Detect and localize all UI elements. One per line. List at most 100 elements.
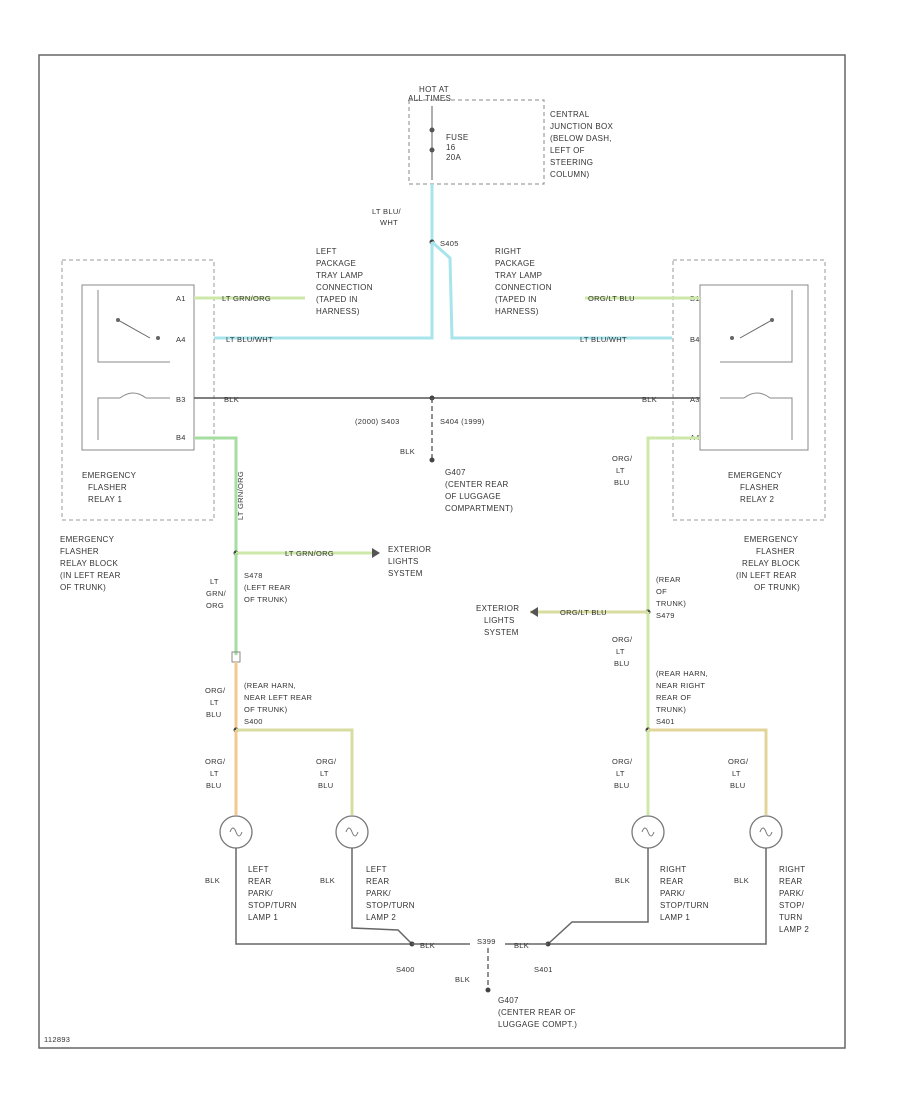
diagram-frame — [38, 54, 846, 1049]
left-vert-3: ORG — [206, 601, 224, 610]
olb-l3-3: BLU — [318, 781, 334, 790]
relay-1-coil-frame — [97, 397, 170, 440]
olb-r2-3: BLU — [614, 781, 630, 790]
olb-l2-3: BLU — [206, 781, 222, 790]
relay-1-body — [81, 284, 195, 451]
block-right-3: RELAY BLOCK — [742, 559, 801, 568]
right-top-wire-label: ORG/ LT BLU — [612, 454, 633, 487]
lamp-left-1-label: LEFT REAR PARK/ STOP/TURN LAMP 1 — [248, 865, 296, 922]
relay-1-switch-frame — [97, 290, 170, 363]
right-pkg-4: CONNECTION — [495, 283, 552, 292]
ext-right-1: EXTERIOR — [476, 604, 519, 613]
blk-return-left-1 — [235, 848, 412, 945]
olb-l1-2: LT — [210, 698, 219, 707]
all-times-label: ALL TIMES — [408, 94, 451, 103]
ext-left-2: LIGHTS — [388, 557, 419, 566]
lh-1: (REAR HARN, — [244, 681, 296, 690]
lt-blu-wht-wire-left — [214, 242, 434, 340]
relay-2-label-2: FLASHER — [740, 483, 779, 492]
lt-grn-org-pkg-label: LT GRN/ORG — [222, 294, 271, 303]
g407-top-2: (CENTER REAR — [445, 480, 509, 489]
olb-r0-2: LT — [616, 466, 625, 475]
olb-r3-3: BLU — [730, 781, 746, 790]
relay-1-coil — [119, 392, 147, 399]
ground-splice-left-label: (2000) S403 — [355, 417, 400, 426]
relay-1-switch-pivot — [116, 318, 120, 322]
rl1-3: PARK/ — [660, 889, 685, 898]
ll1-5: LAMP 1 — [248, 913, 278, 922]
olb-l2-1: ORG/ — [205, 757, 226, 766]
ground-g407-bottom-label: G407 (CENTER REAR OF LUGGAGE COMPT.) — [498, 996, 577, 1029]
olb-r3-2: LT — [732, 769, 741, 778]
left-pkg-5: (TAPED IN — [316, 295, 358, 304]
lamp-right-1-icon — [631, 815, 665, 849]
jbox-line-5: STEERING — [550, 158, 593, 167]
jbox-line-4: LEFT OF — [550, 146, 585, 155]
lt-grn-org-ext-label: LT GRN/ORG — [285, 549, 334, 558]
relay-1-pin-b: A4 — [176, 335, 186, 344]
block-right-2: FLASHER — [756, 547, 795, 556]
s478-2: (LEFT REAR — [244, 583, 291, 592]
left-vertical-wire-label: LT GRN/ ORG — [206, 577, 226, 610]
jbox-line-3: (BELOW DASH, — [550, 134, 612, 143]
right-package-tray-label: RIGHT PACKAGE TRAY LAMP CONNECTION (TAPE… — [495, 247, 552, 316]
block-right-4: (IN LEFT REAR — [736, 571, 797, 580]
g407b-3: LUGGAGE COMPT.) — [498, 1020, 577, 1029]
lh-2: NEAR LEFT REAR — [244, 693, 313, 702]
ll1-1: LEFT — [248, 865, 269, 874]
org-lt-blu-ext-label: ORG/LT BLU — [560, 608, 607, 617]
lh-4: S400 — [244, 717, 263, 726]
org-lt-blu-pkg-label: ORG/LT BLU — [588, 294, 635, 303]
left-lamp1-wire-label: ORG/ LT BLU — [205, 757, 226, 790]
rh-5: S401 — [656, 717, 675, 726]
exterior-lights-right-label: EXTERIOR LIGHTS SYSTEM — [476, 604, 519, 637]
ground-g407-top-label: G407 (CENTER REAR OF LUGGAGE COMPARTMENT… — [445, 468, 513, 513]
left-harness-label: (REAR HARN, NEAR LEFT REAR OF TRUNK) S40… — [244, 681, 313, 726]
rh-3: REAR OF — [656, 693, 692, 702]
diagram-code: 112893 — [44, 1035, 70, 1044]
ground-g407-bottom — [485, 987, 491, 993]
s401-label: S401 — [534, 965, 553, 974]
ext-left-3: SYSTEM — [388, 569, 423, 578]
splice-s399-label: S399 — [477, 937, 496, 946]
right-lamp1-wire-label: ORG/ LT BLU — [612, 757, 633, 790]
blk-return-left-2 — [351, 848, 413, 945]
olb-r2-2: LT — [616, 769, 625, 778]
relay-2-body — [699, 284, 809, 451]
relay-1-label-1: EMERGENCY — [82, 471, 137, 480]
lt-blu-wht-wire-right — [431, 240, 672, 340]
relay-1-pin-d: B4 — [176, 433, 186, 442]
olb-r3-1: ORG/ — [728, 757, 749, 766]
blk-left-label: BLK — [224, 395, 239, 404]
olb-l3-1: ORG/ — [316, 757, 337, 766]
exterior-lights-left-label: EXTERIOR LIGHTS SYSTEM — [388, 545, 431, 578]
left-org-lt-blu-label-1: ORG/ LT BLU — [205, 686, 226, 719]
block-right-1: EMERGENCY — [744, 535, 799, 544]
hot-at-label: HOT AT — [419, 85, 449, 94]
rl1-4: STOP/TURN — [660, 901, 709, 910]
right-pkg-3: TRAY LAMP — [495, 271, 542, 280]
fuse-label: FUSE — [446, 133, 469, 142]
ext-right-2: LIGHTS — [484, 616, 515, 625]
fuse-terminal-top — [429, 127, 435, 133]
block-left-2: FLASHER — [60, 547, 99, 556]
relay-2-coil-frame — [720, 397, 793, 440]
blk-bottom-right-label: BLK — [514, 941, 529, 950]
rr-4: S479 — [656, 611, 675, 620]
block-right-5: OF TRUNK) — [754, 583, 800, 592]
relay-2-switch-blade — [739, 319, 773, 339]
rr-2: OF — [656, 587, 667, 596]
ll2-2: REAR — [366, 877, 389, 886]
lh-3: OF TRUNK) — [244, 705, 288, 714]
rr-3: TRUNK) — [656, 599, 686, 608]
relay-2-pin-b: B4 — [690, 335, 700, 344]
lt-grn-org-main-left — [194, 436, 238, 553]
ll1-3: PARK/ — [248, 889, 273, 898]
left-pkg-3: TRAY LAMP — [316, 271, 363, 280]
rh-2: NEAR RIGHT — [656, 681, 705, 690]
blk-rl2-label: BLK — [734, 876, 749, 885]
lamp-left-2-icon — [335, 815, 369, 849]
blk-ll1-label: BLK — [205, 876, 220, 885]
left-pkg-2: PACKAGE — [316, 259, 356, 268]
blk-bottom-left-label: BLK — [420, 941, 435, 950]
